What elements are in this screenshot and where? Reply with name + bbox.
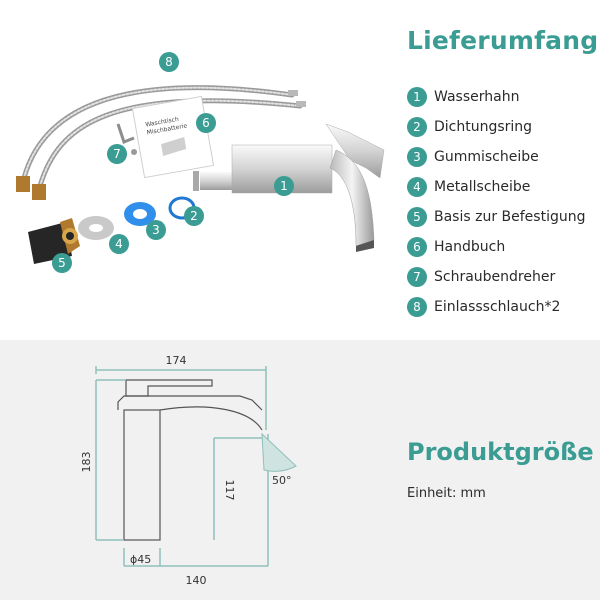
spout-height-label: 117: [223, 480, 236, 501]
list-item: 1 Wasserhahn: [407, 82, 586, 112]
marker-8: 8: [159, 52, 179, 72]
item-label: Dichtungsring: [434, 119, 533, 135]
marker-6: 6: [196, 113, 216, 133]
item-label: Schraubendreher: [434, 269, 556, 285]
item-label: Handbuch: [434, 239, 506, 255]
list-item: 3 Gummischeibe: [407, 142, 586, 172]
svg-text:3: 3: [152, 223, 160, 237]
angle-label: 50°: [272, 474, 292, 487]
contents-title: Lieferumfang: [407, 26, 599, 55]
marker-5: 5: [52, 253, 72, 273]
svg-text:6: 6: [202, 116, 210, 130]
unit-label: Einheit: mm: [407, 486, 486, 501]
dimension-labels: 174 183 117 50° ϕ45 140: [80, 354, 292, 587]
washers-and-base: [28, 196, 196, 264]
list-item: 5 Basis zur Befestigung: [407, 202, 586, 232]
contents-illustration: Waschtisch Mischbatterie: [16, 52, 385, 273]
size-title: Produktgröße: [407, 438, 594, 466]
angle-indicator: [261, 432, 297, 472]
number-markers: 8 6 7 1 2 3 4 5: [52, 52, 294, 273]
list-item: 7 Schraubendreher: [407, 262, 586, 292]
svg-text:2: 2: [190, 209, 198, 223]
item-number-badge: 8: [407, 297, 427, 317]
list-item: 6 Handbuch: [407, 232, 586, 262]
item-number-badge: 2: [407, 117, 427, 137]
item-number-badge: 3: [407, 147, 427, 167]
item-number-badge: 7: [407, 267, 427, 287]
faucet-illustration: [193, 123, 385, 252]
item-number-badge: 5: [407, 207, 427, 227]
item-label: Wasserhahn: [434, 89, 520, 105]
item-number-badge: 4: [407, 177, 427, 197]
marker-4: 4: [109, 234, 129, 254]
svg-text:1: 1: [280, 179, 288, 193]
list-item: 4 Metallscheibe: [407, 172, 586, 202]
list-item: 8 Einlassschlauch*2: [407, 292, 586, 322]
marker-3: 3: [146, 220, 166, 240]
contents-section: Waschtisch Mischbatterie: [16, 26, 599, 322]
svg-text:8: 8: [165, 55, 173, 69]
screwdriver-illustration: [116, 123, 137, 155]
width-label: 174: [166, 354, 187, 367]
item-number-badge: 6: [407, 237, 427, 257]
item-number-badge: 1: [407, 87, 427, 107]
height-label: 183: [80, 452, 93, 473]
svg-text:5: 5: [58, 256, 66, 270]
marker-7: 7: [107, 144, 127, 164]
size-section: 174 183 117 50° ϕ45 140 Produktgröße Ein…: [0, 340, 600, 600]
item-label: Einlassschlauch*2: [434, 299, 561, 315]
manual-illustration: Waschtisch Mischbatterie: [131, 95, 215, 179]
base-diameter-label: ϕ45: [130, 553, 151, 566]
item-label: Basis zur Befestigung: [434, 209, 586, 225]
dimension-drawing: 174 183 117 50° ϕ45 140: [80, 354, 297, 587]
svg-text:7: 7: [113, 147, 121, 161]
faucet-outline: [117, 379, 263, 541]
list-item: 2 Dichtungsring: [407, 112, 586, 142]
item-label: Gummischeibe: [434, 149, 539, 165]
contents-list: 1 Wasserhahn 2 Dichtungsring 3 Gummischeibe…: [407, 82, 586, 322]
marker-2: 2: [184, 206, 204, 226]
item-label: Metallscheibe: [434, 179, 531, 195]
svg-text:4: 4: [115, 237, 123, 251]
marker-1: 1: [274, 176, 294, 196]
inlet-hoses: [16, 85, 306, 200]
depth-label: 140: [186, 574, 207, 587]
